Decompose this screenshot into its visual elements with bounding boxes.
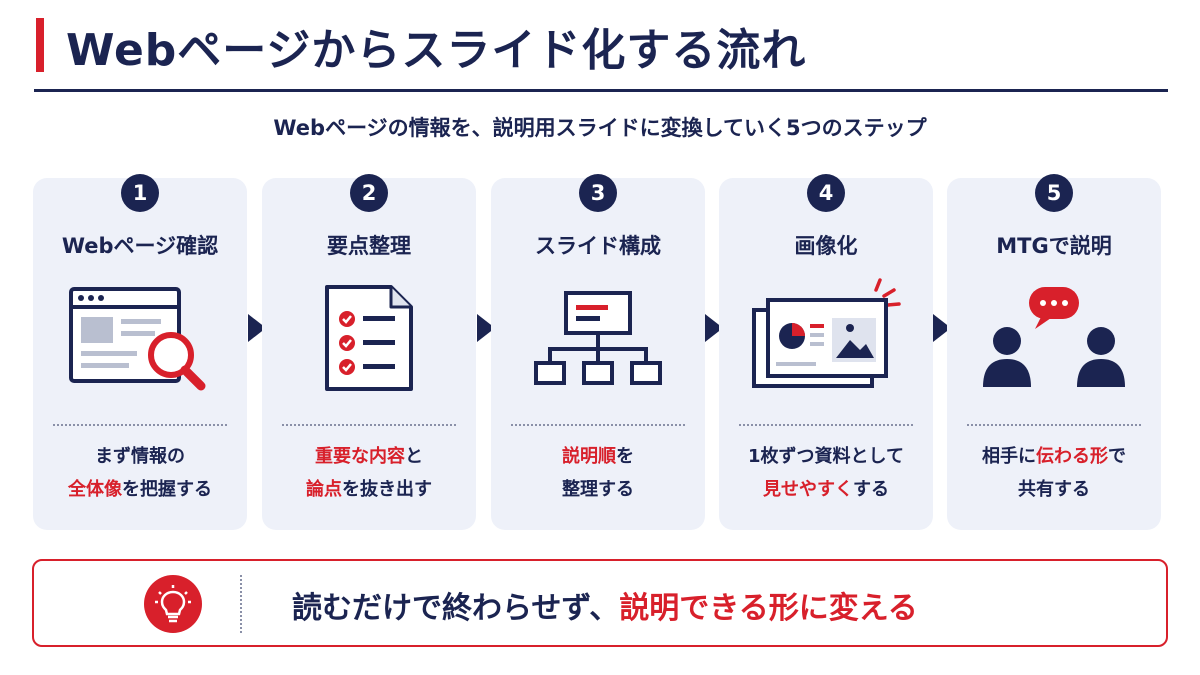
step-divider xyxy=(739,424,913,426)
step-card-5: 5 MTGで説明 相手に伝わる形で 共有する xyxy=(947,174,1161,530)
step-description: 1枚ずつ資料として 見せやすくする xyxy=(748,446,904,500)
lightbulb-badge xyxy=(144,575,202,633)
step-divider xyxy=(511,424,685,426)
banner-divider xyxy=(240,575,242,633)
summary-banner: 読むだけで終わらせず、説明できる形に変える xyxy=(32,559,1168,647)
step-divider xyxy=(53,424,227,426)
step-arrow-icon xyxy=(477,314,495,342)
step-number: 3 xyxy=(579,174,617,212)
step-title: 要点整理 xyxy=(327,234,411,258)
step-number: 5 xyxy=(1035,174,1073,212)
step-title: Webページ確認 xyxy=(61,234,219,258)
step-number: 4 xyxy=(807,174,845,212)
step-divider xyxy=(282,424,456,426)
checklist-icon xyxy=(325,285,413,391)
step-title: MTGで説明 xyxy=(996,234,1112,258)
step-description: 相手に伝わる形で 共有する xyxy=(982,446,1126,500)
step-number: 2 xyxy=(350,174,388,212)
step-arrow-icon xyxy=(705,314,723,342)
title-accent-bar xyxy=(36,18,44,72)
slides-icon xyxy=(752,278,901,388)
step-card-1: 1 Webページ確認 まず情報の 全体像を把握する xyxy=(33,174,247,530)
step-description: 重要な内容と 論点を抜き出す xyxy=(306,446,432,500)
step-card-2: 2 要点整理 重要な内容と 論点を抜き出す xyxy=(262,174,476,530)
page-title: Webページからスライド化する流れ xyxy=(66,25,807,76)
page-subtitle: Webページの情報を、説明用スライドに変換していく5つのステップ xyxy=(273,116,927,140)
step-number: 1 xyxy=(121,174,159,212)
lightbulb-icon xyxy=(155,585,191,623)
browser-search-icon xyxy=(69,287,206,391)
step-card-3: 3 スライド構成 説明順を 整理する xyxy=(491,174,705,530)
step-card-4: 4 画像化 1枚ずつ資料として 見せやすくする xyxy=(719,174,933,530)
people-chat-icon xyxy=(983,287,1125,387)
step-arrow-icon xyxy=(933,314,951,342)
step-arrow-icon xyxy=(248,314,266,342)
step-description: まず情報の 全体像を把握する xyxy=(68,446,212,500)
banner-message: 読むだけで終わらせず、説明できる形に変える xyxy=(292,591,918,626)
hierarchy-icon xyxy=(534,291,662,385)
title-underline xyxy=(34,89,1168,92)
step-title: 画像化 xyxy=(794,234,858,258)
step-divider xyxy=(967,424,1141,426)
step-title: スライド構成 xyxy=(535,234,661,258)
step-description: 説明順を 整理する xyxy=(562,446,634,500)
